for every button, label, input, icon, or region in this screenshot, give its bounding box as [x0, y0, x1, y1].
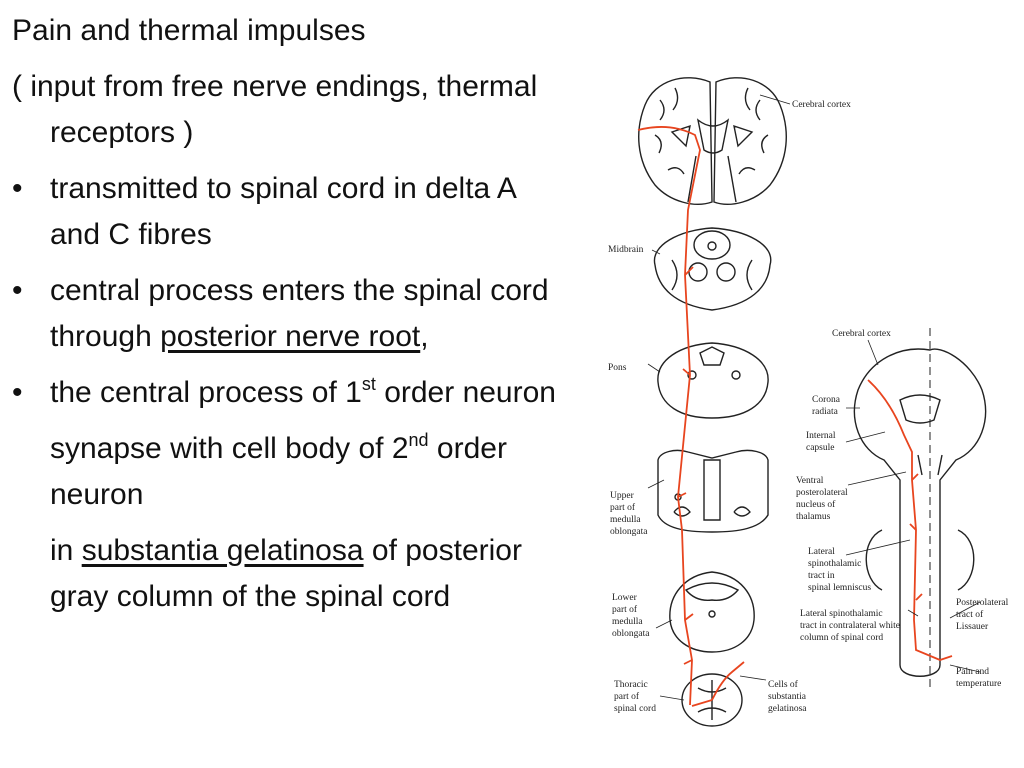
label-thoracic: Thoracic part of spinal cord [614, 680, 656, 714]
input-line: ( input from free nerve endings, thermal… [12, 70, 538, 149]
pain-pathway-left [637, 126, 745, 707]
synapse-line: synapse with cell body of 2nd order neur… [12, 426, 567, 518]
bullet-fibres: • transmitted to spinal cord in delta A a… [12, 166, 567, 258]
label-internal-capsule: Internal capsule [806, 431, 838, 453]
posterior-nerve-root-term: posterior nerve root [160, 320, 421, 353]
label-cerebral-cortex-top: Cerebral cortex [792, 100, 851, 110]
pain-pathway-right [867, 379, 953, 661]
first-order-text-end: order neuron [375, 376, 556, 409]
substantia-line: in substantia gelatinosa of posterior gr… [12, 528, 567, 620]
upper-medulla-section [657, 449, 769, 533]
bullet-fibres-text: transmitted to spinal cord in delta A an… [50, 172, 516, 251]
bullet-icon: • [12, 274, 23, 307]
brain-coronal-section [638, 77, 787, 205]
label-cells-substantia: Cells of substantia gelatinosa [768, 679, 808, 714]
label-upper-medulla: Upper part of medulla oblongata [610, 491, 648, 537]
label-corona: Corona radiata [812, 395, 842, 417]
label-ventral-posterolateral: Ventral posterolateral nucleus of thalam… [796, 476, 850, 522]
bullet-central-comma: , [420, 320, 429, 353]
pathway-diagram: Cerebral cortex Midbrain Pons Upper part… [608, 77, 1011, 727]
substantia-post: of posterior gray column of the spinal c… [50, 534, 522, 613]
pons-section [657, 342, 769, 419]
label-pain-temp: Pain and temperature [956, 667, 1001, 689]
bullet-first-order: • the central process of 1st order neuron [12, 370, 567, 416]
first-order-sup: st [361, 374, 376, 394]
brain-spinal-cord-longitudinal [853, 348, 987, 677]
label-lateral-white: Lateral spinothalamic tract in contralat… [800, 609, 902, 643]
label-pons: Pons [608, 363, 627, 373]
synapse-text-end: order neuron [50, 432, 507, 511]
bullet-icon: • [12, 172, 23, 205]
first-order-text: the central process of 1 [50, 376, 362, 409]
substantia-pre: in [50, 534, 82, 567]
slide-title: Pain and thermal impulses [12, 14, 366, 47]
synapse-text: synapse with cell body of 2 [50, 432, 409, 465]
bullet-icon: • [12, 376, 23, 409]
label-lateral-lemniscus: Lateral spinothalamic tract in spinal le… [808, 547, 871, 593]
lower-medulla-section [669, 571, 755, 653]
second-order-sup: nd [408, 430, 429, 450]
substantia-gelatinosa-term: substantia gelatinosa [81, 534, 364, 567]
bullet-central-process: • central process enters the spinal cord … [12, 268, 567, 360]
bullet-central-text: central process enters the spinal cord t… [50, 274, 549, 353]
leader-lines [647, 94, 981, 701]
label-posterolateral: Posterolateral tract of Lissauer [956, 598, 1011, 632]
label-cerebral-cortex-right: Cerebral cortex [832, 329, 891, 339]
label-lower-medulla: Lower part of medulla oblongata [612, 593, 650, 639]
slide-text: Pain and thermal impulses ( input from f… [12, 8, 567, 620]
spinothalamic-pathway-figure: Cerebral cortex Midbrain Pons Upper part… [600, 60, 1024, 768]
midbrain-section [653, 227, 772, 311]
label-midbrain: Midbrain [608, 245, 644, 255]
figure-labels: Cerebral cortex Midbrain Pons Upper part… [608, 100, 1011, 714]
